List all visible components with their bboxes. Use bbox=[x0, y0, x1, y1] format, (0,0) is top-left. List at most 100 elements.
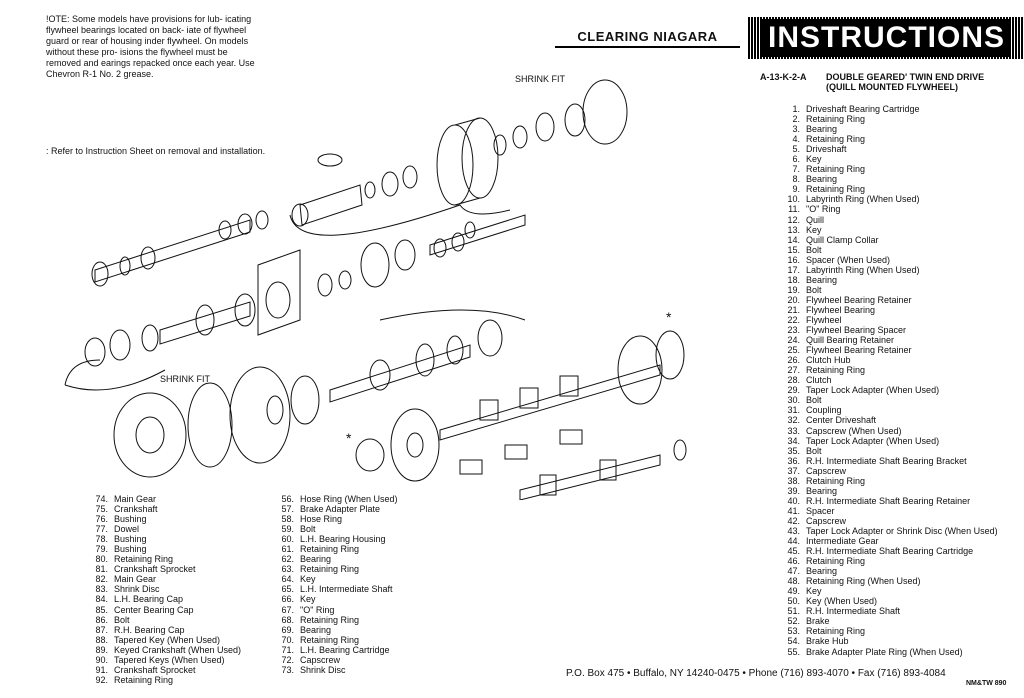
part-item: 41.Spacer bbox=[772, 506, 998, 516]
part-name: Key bbox=[300, 574, 316, 585]
part-name: Center Driveshaft bbox=[806, 415, 877, 426]
part-name: Driveshaft bbox=[806, 144, 847, 155]
part-name: Quill bbox=[806, 214, 825, 225]
part-name: Retaining Ring bbox=[806, 365, 866, 376]
part-name: Bushing bbox=[114, 514, 147, 525]
part-item: 62.Bearing bbox=[266, 554, 398, 564]
diagram-drawing bbox=[64, 79, 687, 500]
part-name: Key (When Used) bbox=[806, 596, 878, 607]
part-name: R.H. Bearing Cap bbox=[114, 624, 185, 635]
part-name: Key bbox=[806, 586, 822, 597]
part-name: R.H. Intermediate Shaft Bearing Retainer bbox=[806, 495, 971, 506]
part-item: 26.Clutch Hub bbox=[772, 355, 998, 365]
part-item: 73.Shrink Disc bbox=[266, 665, 398, 675]
part-name: R.H. Intermediate Shaft Bearing Bracket bbox=[806, 455, 967, 466]
part-number: 48. bbox=[787, 576, 800, 587]
part-item: 77.Dowel bbox=[80, 524, 241, 534]
part-item: 57.Brake Adapter Plate bbox=[266, 504, 398, 514]
part-item: 52.Brake bbox=[772, 616, 998, 626]
part-name: Flywheel Bearing bbox=[806, 304, 876, 315]
part-name: L.H. Bearing Housing bbox=[300, 534, 386, 545]
part-name: Bushing bbox=[114, 534, 147, 545]
part-number: 1. bbox=[792, 104, 800, 114]
part-number: 71. bbox=[281, 644, 294, 655]
part-item: 50. Key (When Used) bbox=[772, 596, 998, 606]
part-item: 42.Capscrew bbox=[772, 516, 998, 526]
part-number: 68. bbox=[281, 614, 294, 625]
part-name: Flywheel Bearing Spacer bbox=[806, 325, 907, 336]
part-item: 55.Brake Adapter Plate Ring (When Used) bbox=[772, 647, 998, 657]
part-item: 72.Capscrew bbox=[266, 655, 398, 665]
part-name: Center Bearing Cap bbox=[114, 604, 194, 615]
part-name: Crankshaft Sprocket bbox=[114, 664, 196, 675]
part-number: 10. bbox=[787, 194, 800, 205]
part-item: 59.Bolt bbox=[266, 524, 398, 534]
part-name: Labyrinth Ring (When Used) bbox=[806, 194, 920, 205]
part-item: 87. R.H. Bearing Cap bbox=[80, 625, 241, 635]
part-name: Capscrew bbox=[806, 515, 847, 526]
part-item: 21. Flywheel Bearing bbox=[772, 305, 998, 315]
part-name: Bearing bbox=[806, 124, 838, 135]
part-number: 46. bbox=[787, 556, 800, 567]
part-name: Retaining Ring bbox=[806, 475, 866, 486]
part-name: Retaining Ring bbox=[114, 554, 174, 565]
part-item: 25.Flywheel Bearing Retainer bbox=[772, 345, 998, 355]
part-item: 33.Capscrew (When Used) bbox=[772, 426, 998, 436]
part-item: 36.R.H. Intermediate Shaft Bearing Brack… bbox=[772, 456, 998, 466]
exploded-parts-diagram: SHRINK FIT SHRINK FIT * * bbox=[64, 74, 687, 500]
part-name: Bearing bbox=[806, 274, 838, 285]
part-name: Capscrew bbox=[806, 465, 847, 476]
part-number: 41. bbox=[787, 505, 800, 516]
part-number: 82. bbox=[95, 574, 108, 585]
part-number: 29. bbox=[787, 385, 800, 396]
part-number: 18. bbox=[787, 274, 800, 285]
part-item: 46.Retaining Ring bbox=[772, 556, 998, 566]
part-item: 54.Brake Hub bbox=[772, 636, 998, 646]
part-number: 92. bbox=[95, 674, 108, 685]
parts-list-middle: 56.Hose Ring (When Used)57.Brake Adapter… bbox=[266, 494, 398, 675]
part-item: 24.Quill Bearing Retainer bbox=[772, 335, 998, 345]
part-number: 15. bbox=[787, 244, 800, 255]
part-name: Main Gear bbox=[114, 494, 157, 504]
part-number: 28. bbox=[787, 375, 800, 386]
part-number: 88. bbox=[95, 634, 108, 645]
part-item: 22.Flywheel bbox=[772, 315, 998, 325]
part-item: 3.Bearing bbox=[772, 124, 998, 134]
part-number: 54. bbox=[787, 636, 800, 647]
part-item: 40.R.H. Intermediate Shaft Bearing Retai… bbox=[772, 496, 998, 506]
part-name: Key bbox=[806, 224, 822, 235]
part-name: Shrink Disc bbox=[300, 664, 346, 675]
part-name: Clutch Hub bbox=[806, 355, 851, 366]
part-number: 76. bbox=[95, 514, 108, 525]
part-number: 37. bbox=[787, 465, 800, 476]
part-name: Quill Bearing Retainer bbox=[806, 335, 895, 346]
part-number: 63. bbox=[281, 564, 294, 575]
part-name: Hose Ring bbox=[300, 514, 343, 525]
part-name: Flywheel bbox=[806, 314, 842, 325]
part-item: 16.Spacer (When Used) bbox=[772, 255, 998, 265]
part-number: 50. bbox=[787, 596, 800, 607]
part-number: 21. bbox=[787, 304, 800, 315]
part-item: 11."O" Ring bbox=[772, 204, 998, 214]
part-name: Intermediate Gear bbox=[806, 536, 879, 547]
part-number: 91. bbox=[95, 664, 108, 675]
part-item: 37. Capscrew bbox=[772, 466, 998, 476]
part-number: 87. bbox=[95, 624, 108, 635]
part-number: 6. bbox=[792, 154, 800, 165]
part-name: Taper Lock Adapter (When Used) bbox=[806, 385, 940, 396]
part-name: Brake bbox=[806, 616, 830, 627]
part-name: L.H. Bearing Cartridge bbox=[300, 644, 390, 655]
part-item: 86.Bolt bbox=[80, 615, 241, 625]
part-item: 64.Key bbox=[266, 574, 398, 584]
part-number: 16. bbox=[787, 254, 800, 265]
part-name: Coupling bbox=[806, 405, 842, 416]
part-number: 62. bbox=[281, 554, 294, 565]
part-name: Taper Lock Adapter or Shrink Disc (When … bbox=[806, 525, 998, 536]
part-item: 89.Keyed Crankshaft (When Used) bbox=[80, 645, 241, 655]
part-name: Retaining Ring bbox=[300, 544, 360, 555]
part-item: 67."O" Ring bbox=[266, 605, 398, 615]
asterisk-marker: * bbox=[346, 430, 352, 446]
part-number: 19. bbox=[787, 284, 800, 295]
part-name: Quill Clamp Collar bbox=[806, 234, 879, 245]
